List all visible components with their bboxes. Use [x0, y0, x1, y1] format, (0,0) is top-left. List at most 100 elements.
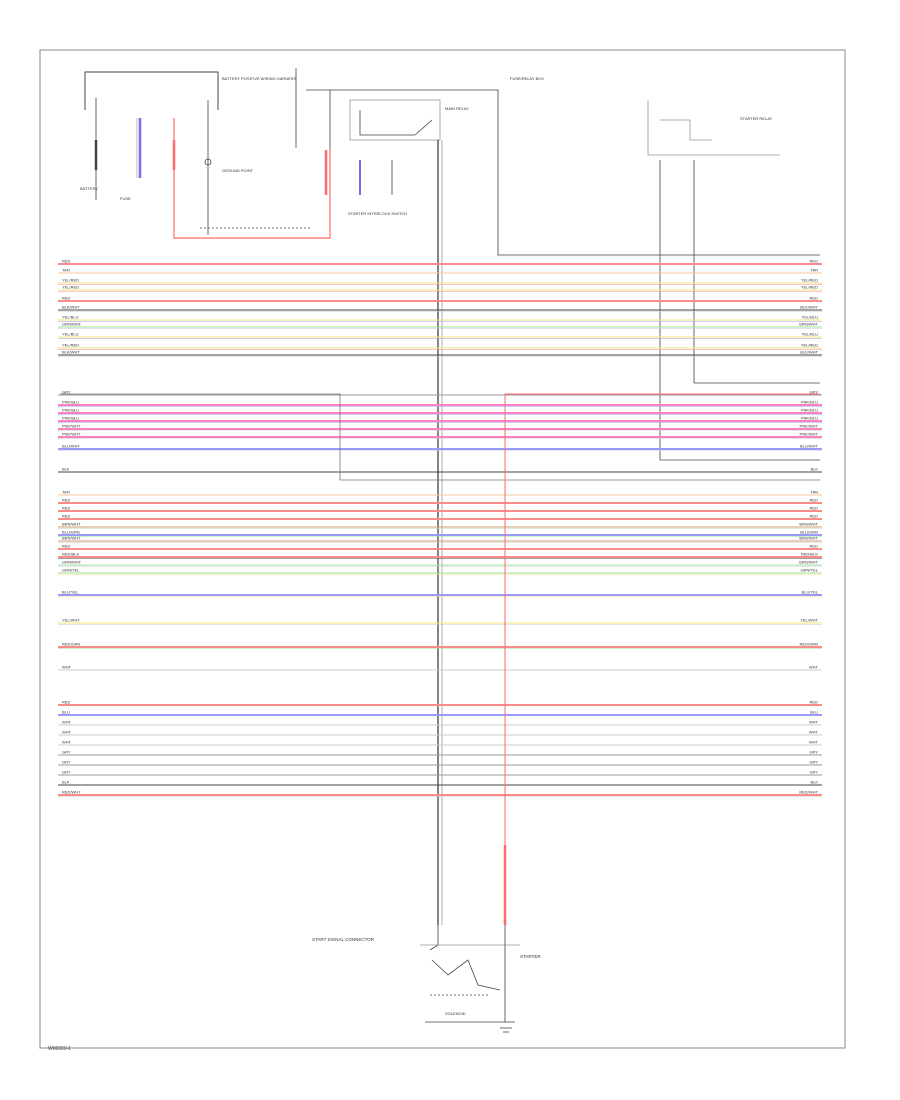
wire-label-left-35: RED [62, 700, 71, 705]
wire-label-left-32: YEL/WHT [62, 618, 80, 623]
label-battery: BATTERY [80, 186, 98, 191]
wire-label-right-3: YEL/RED [801, 278, 818, 283]
wire-label-right-22: RED [810, 506, 819, 511]
wire-label-left-39: WHT [62, 740, 72, 745]
wire-label-right-43: BLK [810, 780, 818, 785]
wire-label-left-29: GRN/WHT [62, 560, 82, 565]
label-start-signal: START SIGNAL CONNECTOR [312, 937, 375, 942]
label-solenoid: SOLENOID [445, 1011, 466, 1016]
wire-label-right-34: WHT [809, 665, 819, 670]
wire-label-right-7: YEL/BLU [802, 315, 819, 320]
top-labels: BATTERY POSITIVE WIRING HARNESS GROUND P… [80, 76, 773, 216]
wire-label-right-41: GRY [809, 760, 818, 765]
wire-label-right-32: YEL/WHT [800, 618, 818, 623]
label-main-relay: MAIN RELAY [445, 106, 469, 111]
wire-label-left-9: YEL/BLU [62, 332, 79, 337]
wire-label-right-31: BLU/YEL [802, 590, 819, 595]
label-ground-point: GROUND POINT [222, 168, 254, 173]
wire-label-left-4: YEL/RED [62, 285, 79, 290]
wire-label-left-36: BLU [62, 710, 70, 715]
wire-label-left-34: WHT [62, 665, 72, 670]
wire-label-right-14: PNK/BLU [801, 408, 818, 413]
wire-label-left-38: WHT [62, 730, 72, 735]
wire-label-right-9: YEL/BLU [802, 332, 819, 337]
wire-label-right-8: GRN/WHT [799, 322, 819, 327]
wire-label-right-5: RED [810, 296, 819, 301]
wire-label-right-18: BLU/WHT [800, 444, 819, 449]
label-starter: STARTER [520, 954, 541, 959]
wire-label-left-6: BLK/WHT [62, 305, 80, 310]
wire-label-left-44: RED/WHT [62, 790, 81, 795]
wire-label-right-13: PNK/BLU [801, 400, 818, 405]
wire-label-right-1: RED [810, 259, 819, 264]
wire-label-left-30: GRN/YEL [62, 568, 80, 573]
wire-label-right-29: GRN/WHT [799, 560, 819, 565]
label-battery-wiring: BATTERY POSITIVE WIRING HARNESS [222, 76, 296, 81]
wire-label-right-33: RED/GRN [800, 642, 819, 647]
wire-label-right-2: TAN [810, 268, 818, 273]
wire-label-left-17: PNK/WHT [62, 432, 81, 437]
label-fusebox: FUSE/RELAY BOX [510, 76, 544, 81]
wire-label-left-2: TAN [62, 268, 70, 273]
harness-wires: RED RED TAN TAN YEL/RED YEL/RED YEL/RED YEL/RED… [58, 259, 822, 797]
wire-label-left-40: GRY [62, 750, 71, 755]
wire-label-left-10: YEL/RED [62, 343, 79, 348]
wire-label-right-39: WHT [809, 740, 819, 745]
wire-label-right-19: BLK [810, 467, 818, 472]
wire-label-right-17: PNK/WHT [800, 432, 819, 437]
wire-label-right-37: WHT [809, 720, 819, 725]
wire-label-right-26: BRN/WHT [799, 536, 818, 541]
starter-assembly [420, 925, 520, 1033]
wire-label-left-8: GRN/WHT [62, 322, 82, 327]
wire-label-right-10: YEL/RED [801, 343, 818, 348]
wire-label-right-36: BLU [810, 710, 818, 715]
diagram-footer-code: W00000-1 [48, 1046, 72, 1052]
wire-label-left-26: BRN/WHT [62, 536, 81, 541]
wire-label-right-28: RED/BLK [801, 552, 818, 557]
wire-label-left-37: WHT [62, 720, 72, 725]
wire-label-left-21: RED [62, 498, 71, 503]
wire-label-left-25: BLU/GRN [62, 530, 80, 535]
wire-label-left-16: PNK/WHT [62, 424, 81, 429]
wire-label-left-22: RED [62, 506, 71, 511]
wire-label-left-27: RED [62, 544, 71, 549]
wire-label-right-4: YEL/RED [801, 285, 818, 290]
wire-label-left-3: YEL/RED [62, 278, 79, 283]
routing-wires [60, 393, 820, 925]
wire-label-left-19: BLK [62, 467, 70, 472]
wire-label-right-40: GRY [809, 750, 818, 755]
bottom-labels: START SIGNAL CONNECTOR STARTER SOLENOID [312, 937, 541, 1016]
wire-label-right-38: WHT [809, 730, 819, 735]
wire-label-right-16: PNK/WHT [800, 424, 819, 429]
wire-label-left-7: YEL/BLU [62, 315, 79, 320]
wire-label-right-6: BLK/WHT [800, 305, 818, 310]
wire-label-right-20: TAN [810, 490, 818, 495]
wire-label-left-33: RED/GRN [62, 642, 81, 647]
wire-label-left-18: BLU/WHT [62, 444, 81, 449]
wire-label-left-15: PNK/BLU [62, 416, 79, 421]
wire-label-right-23: RED [810, 514, 819, 519]
wire-label-left-24: BRN/WHT [62, 522, 81, 527]
wire-label-left-1: RED [62, 259, 71, 264]
wire-label-left-12: GRY [62, 390, 71, 395]
wire-label-left-41: GRY [62, 760, 71, 765]
wire-label-right-25: BLU/GRN [800, 530, 818, 535]
wire-label-left-23: RED [62, 514, 71, 519]
wire-label-right-11: BLK/WHT [800, 350, 818, 355]
wire-label-left-13: PNK/BLU [62, 400, 79, 405]
wire-label-right-21: RED [810, 498, 819, 503]
wire-label-left-5: RED [62, 296, 71, 301]
wire-label-left-43: BLK [62, 780, 70, 785]
wire-label-right-12: GRY [809, 390, 818, 395]
diagram-frame [39, 49, 846, 1049]
wire-label-right-44: RED/WHT [799, 790, 818, 795]
label-starter-relay: STARTER RELAY [740, 116, 773, 121]
label-starter-interlock: STARTER INTERLOCK SWITCH [348, 211, 407, 216]
wire-label-left-28: RED/BLK [62, 552, 79, 557]
wire-label-right-15: PNK/BLU [801, 416, 818, 421]
wire-label-right-24: BRN/WHT [799, 522, 818, 527]
wire-label-right-30: GRN/YEL [800, 568, 818, 573]
wire-label-right-35: RED [810, 700, 819, 705]
wire-label-left-31: BLU/YEL [62, 590, 79, 595]
